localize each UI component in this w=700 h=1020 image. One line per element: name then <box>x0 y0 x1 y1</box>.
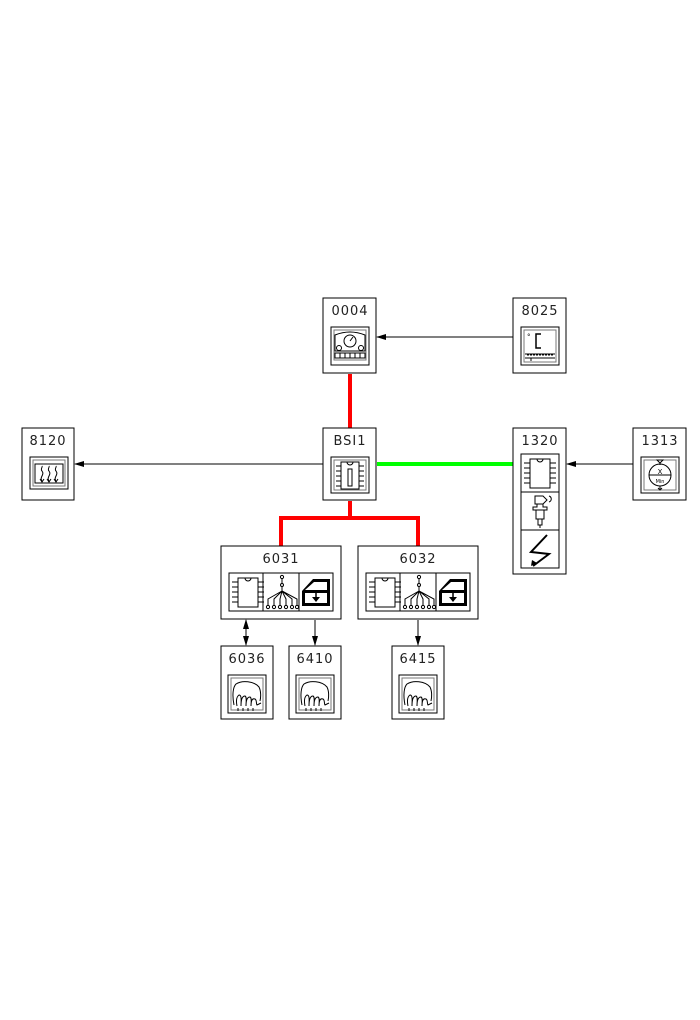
node-6032[interactable]: 6032 <box>357 545 479 620</box>
bus-bsi1-6032 <box>350 516 420 546</box>
control-switch-icon <box>398 674 438 714</box>
node-label: 1320 <box>521 434 558 449</box>
node-label: 1313 <box>641 434 678 449</box>
node-label: 6410 <box>296 652 333 667</box>
climate-control-panel-icon: ° <box>520 326 560 366</box>
node-1320[interactable]: 1320 <box>512 427 567 575</box>
ecu-chip-icon <box>330 456 370 494</box>
node-bsi1[interactable]: BSI1 <box>322 427 377 501</box>
engine-speed-sensor-icon: X Min <box>640 456 680 494</box>
svg-text:Min: Min <box>656 479 665 485</box>
node-1313[interactable]: 1313 X Min <box>632 427 687 501</box>
rear-window-heater-icon <box>29 456 69 490</box>
fuel-injector-icon <box>532 495 552 528</box>
node-label: 6036 <box>228 652 265 667</box>
node-6415[interactable]: 6415 <box>391 645 445 720</box>
node-label: 8025 <box>521 304 558 319</box>
ignition-icon <box>528 534 552 567</box>
connections <box>74 334 633 646</box>
control-switch-icon <box>227 674 267 714</box>
node-label: BSI1 <box>333 434 366 449</box>
control-switch-icon <box>295 674 335 714</box>
node-label: 0004 <box>331 304 368 319</box>
node-label: 6415 <box>399 652 436 667</box>
node-label: 6031 <box>262 552 299 567</box>
node-label: 8120 <box>29 434 66 449</box>
bus-bsi1-6031-6032 <box>279 501 352 546</box>
node-8025[interactable]: 8025 ° <box>512 297 567 374</box>
node-0004[interactable]: 0004 <box>322 297 377 374</box>
svg-text:°: ° <box>527 333 531 341</box>
node-6410[interactable]: 6410 <box>288 645 342 720</box>
node-6031[interactable]: 6031 <box>220 545 342 620</box>
node-6036[interactable]: 6036 <box>220 645 274 720</box>
node-8120[interactable]: 8120 <box>21 427 75 501</box>
node-label: 6032 <box>399 552 436 567</box>
instrument-panel-icon <box>330 326 370 366</box>
svg-text:X: X <box>658 468 663 476</box>
